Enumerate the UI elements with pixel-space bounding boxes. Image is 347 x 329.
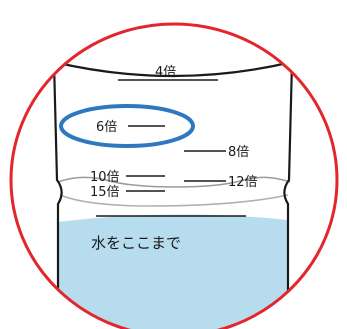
cup-inner-curve-upper	[57, 176, 291, 188]
cup-group	[52, 60, 294, 329]
mark-label-10: 10倍	[90, 170, 120, 185]
mark-label-12: 12倍	[228, 175, 258, 190]
cup-rim	[53, 60, 293, 78]
fill-instruction-label: 水をここまで	[91, 234, 181, 252]
water-fill	[58, 214, 288, 329]
cup-right-wall	[283, 61, 294, 329]
highlight-ellipse	[59, 104, 195, 148]
mark-label-6: 6倍	[96, 120, 117, 135]
mark-label-15: 15倍	[90, 185, 120, 200]
cup-left-wall	[52, 61, 63, 329]
cup-inner-curve-lower	[59, 194, 289, 207]
mark-label-4: 4倍	[155, 65, 176, 80]
red-circle-frame	[9, 22, 339, 329]
mark-label-8: 8倍	[228, 145, 249, 160]
